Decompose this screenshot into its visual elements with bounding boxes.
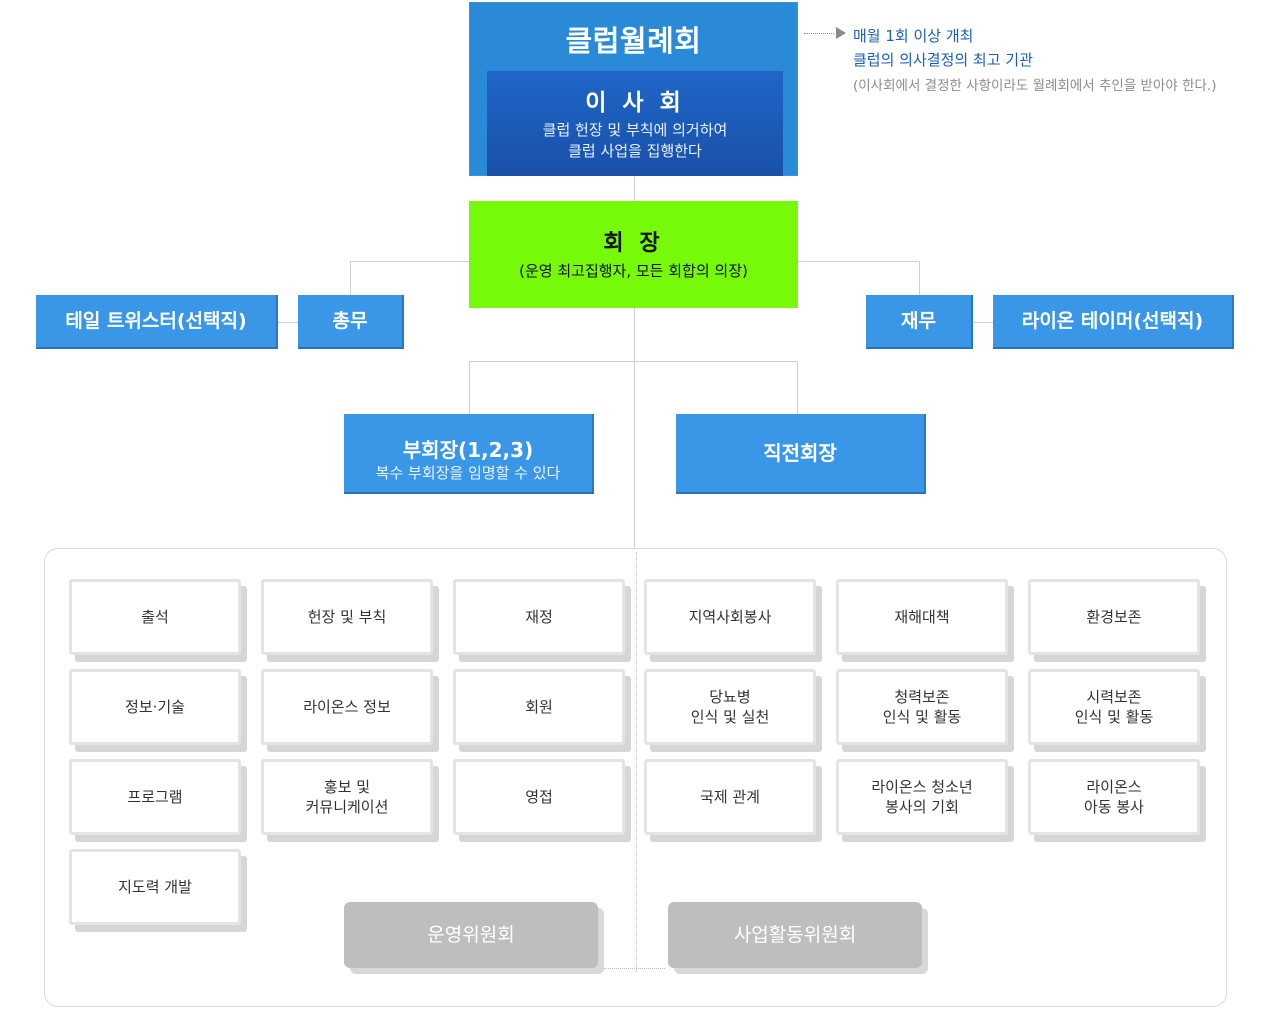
committee-label: 영접 bbox=[525, 787, 553, 807]
connector-left-branch bbox=[350, 261, 469, 262]
committee-box: 지도력 개발 bbox=[69, 849, 241, 925]
president-title: 회 장 bbox=[603, 231, 664, 256]
committee-box: 영접 bbox=[453, 759, 625, 835]
connector-secretary bbox=[350, 261, 351, 295]
committee-box: 환경보존 bbox=[1028, 579, 1200, 655]
connector-vp-branch bbox=[469, 361, 798, 362]
committee-label-line: 시력보존 bbox=[1086, 688, 1142, 706]
board-description-line2: 클럽 사업을 집행한다 bbox=[568, 142, 702, 160]
connector-past bbox=[797, 361, 798, 414]
committee-label-line: 인식 및 활동 bbox=[882, 708, 962, 726]
committee-label-line: 라이온스 청소년 bbox=[871, 778, 973, 796]
committee-label-line: 라이온스 bbox=[1086, 778, 1142, 796]
note-line2: 클럽의 의사결정의 최고 기관 bbox=[853, 51, 1033, 69]
committee-label-line: 국제 관계 bbox=[700, 788, 760, 806]
past-president-box: 직전회장 bbox=[676, 414, 926, 494]
club-monthly-meeting-title: 클럽월례회 bbox=[565, 24, 702, 58]
committee-label: 지역사회봉사 bbox=[689, 607, 772, 627]
committee-box: 재해대책 bbox=[836, 579, 1008, 655]
committee-box: 헌장 및 부칙 bbox=[261, 579, 433, 655]
committee-label: 정보·기술 bbox=[125, 697, 185, 717]
vice-president-title: 부회장(1,2,3) bbox=[402, 438, 534, 462]
committee-label-line: 재정 bbox=[525, 608, 553, 626]
committee-label-line: 헌장 및 부칙 bbox=[307, 608, 387, 626]
committee-label-line: 회원 bbox=[525, 698, 553, 716]
connector-tail-secretary bbox=[278, 322, 298, 323]
committee-label: 라이온스 정보 bbox=[303, 697, 391, 717]
connector-vp bbox=[469, 361, 470, 414]
committee-box: 라이온스 정보 bbox=[261, 669, 433, 745]
committee-label: 재정 bbox=[525, 607, 553, 627]
committee-label: 국제 관계 bbox=[700, 787, 760, 807]
board-title: 이 사 회 bbox=[585, 90, 685, 116]
committee-label-line: 인식 및 실천 bbox=[690, 708, 770, 726]
tail-twister-box: 테일 트위스터(선택직) bbox=[36, 295, 278, 349]
president-box: 회 장 (운영 최고집행자, 모든 회합의 의장) bbox=[469, 201, 798, 308]
secretary-box: 총무 bbox=[298, 295, 404, 349]
committee-box: 프로그램 bbox=[69, 759, 241, 835]
connector-right-branch bbox=[798, 261, 920, 262]
connector-board-president bbox=[634, 176, 635, 201]
operation-committee-label: 운영위원회 bbox=[344, 902, 598, 968]
connector-treasurer bbox=[919, 261, 920, 295]
board-of-directors-box: 이 사 회 클럽 헌장 및 부칙에 의거하여 클럽 사업을 집행한다 bbox=[487, 71, 783, 176]
committee-label-line: 환경보존 bbox=[1086, 608, 1142, 626]
committee-label-line: 봉사의 기회 bbox=[885, 798, 959, 816]
committee-label-line: 인식 및 활동 bbox=[1074, 708, 1154, 726]
committee-label: 출석 bbox=[141, 607, 169, 627]
committee-label-line: 출석 bbox=[141, 608, 169, 626]
groups-dotted-link bbox=[603, 968, 665, 969]
committee-box: 국제 관계 bbox=[644, 759, 816, 835]
committee-label-line: 지도력 개발 bbox=[118, 878, 192, 896]
committee-label-line: 영접 bbox=[525, 788, 553, 806]
committee-label: 지도력 개발 bbox=[118, 877, 192, 897]
committee-label-line: 정보·기술 bbox=[125, 698, 185, 716]
lion-tamer-box: 라이온 테이머(선택직) bbox=[993, 295, 1234, 349]
committee-box: 재정 bbox=[453, 579, 625, 655]
treasurer-box: 재무 bbox=[866, 295, 973, 349]
committee-label-line: 프로그램 bbox=[127, 788, 183, 806]
connector-treasurer-tamer bbox=[973, 322, 993, 323]
committee-label-line: 재해대책 bbox=[894, 608, 950, 626]
committee-label: 재해대책 bbox=[894, 607, 949, 627]
committee-label-line: 당뇨병 bbox=[709, 688, 751, 706]
committee-label-line: 홍보 및 bbox=[323, 778, 371, 796]
committee-label: 회원 bbox=[525, 697, 553, 717]
committee-label: 프로그램 bbox=[127, 787, 182, 807]
board-description-line1: 클럽 헌장 및 부칙에 의거하여 bbox=[542, 121, 728, 139]
note-arrow-icon bbox=[836, 27, 846, 39]
committee-label: 헌장 및 부칙 bbox=[308, 607, 387, 627]
president-description: (운영 최고집행자, 모든 회합의 의장) bbox=[519, 262, 748, 280]
committee-label-line: 청력보존 bbox=[894, 688, 950, 706]
note-dotted-line bbox=[804, 33, 834, 34]
connector-president-down bbox=[634, 308, 635, 548]
committee-box: 지역사회봉사 bbox=[644, 579, 816, 655]
vice-president-description: 복수 부회장을 임명할 수 있다 bbox=[375, 464, 561, 482]
activity-committee-label: 사업활동위원회 bbox=[668, 902, 922, 968]
committee-label: 환경보존 bbox=[1086, 607, 1141, 627]
committee-label-line: 커뮤니케이션 bbox=[305, 798, 389, 816]
committee-label-line: 아동 봉사 bbox=[1084, 798, 1144, 816]
committee-box: 정보·기술 bbox=[69, 669, 241, 745]
vice-president-box: 부회장(1,2,3) 복수 부회장을 임명할 수 있다 bbox=[344, 414, 594, 494]
note-line3: (이사회에서 결정한 사항이라도 월례회에서 추인을 받아야 한다.) bbox=[853, 78, 1217, 94]
committee-box: 회원 bbox=[453, 669, 625, 745]
committees-divider bbox=[636, 552, 637, 972]
committee-label-line: 라이온스 정보 bbox=[303, 698, 391, 716]
note-line1: 매월 1회 이상 개최 bbox=[853, 27, 974, 45]
committee-box: 출석 bbox=[69, 579, 241, 655]
committee-label-line: 지역사회봉사 bbox=[688, 608, 772, 626]
